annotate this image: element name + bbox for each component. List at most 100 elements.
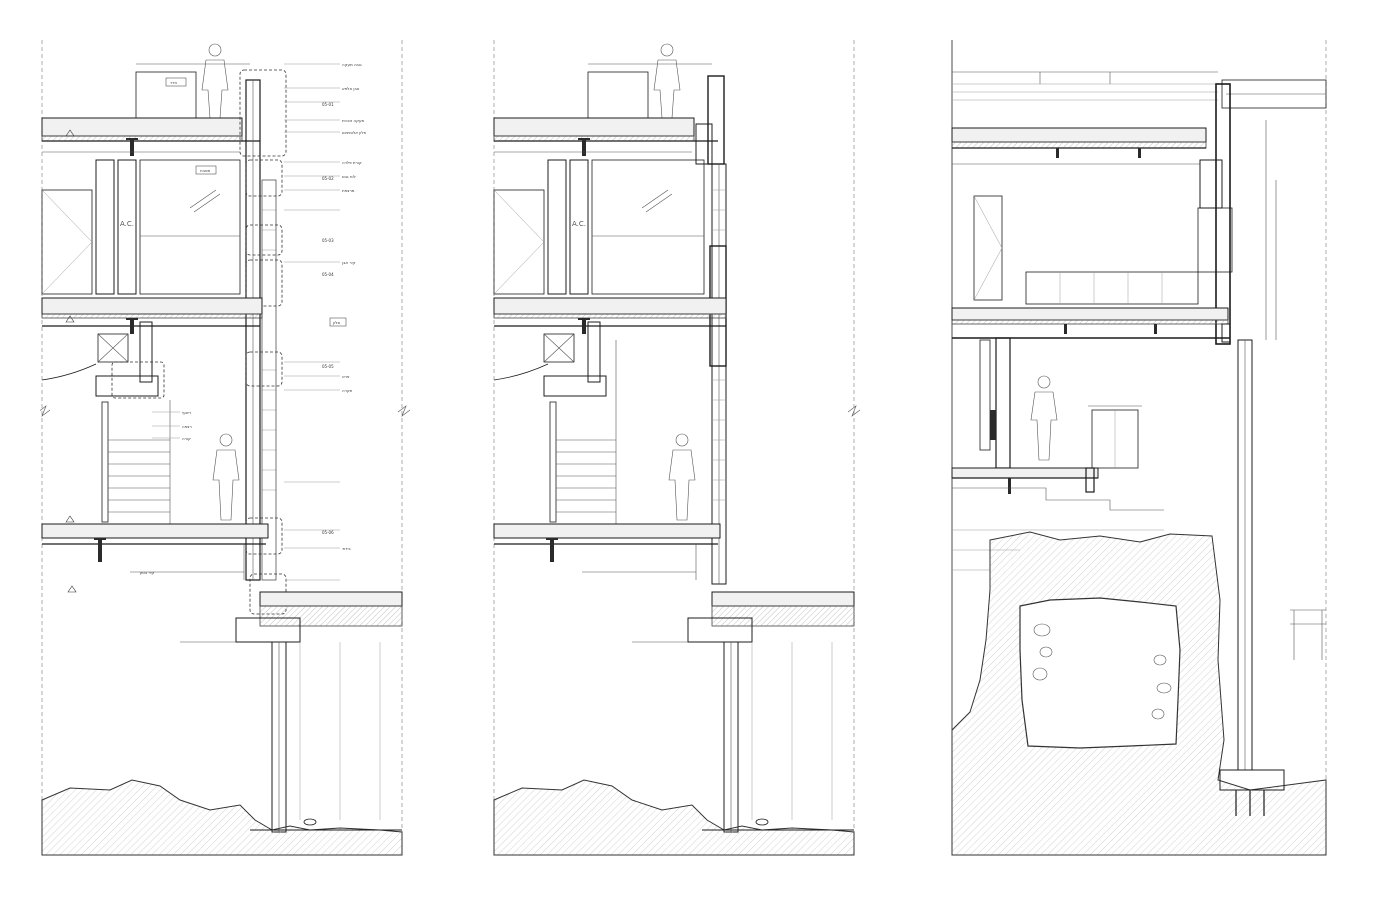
section-2-svg: A.C.: [493, 40, 861, 856]
floor-insulation-2: [951, 319, 1229, 325]
ac-unit-x: [543, 333, 575, 363]
detail-tag: 05-04: [322, 272, 334, 277]
column: [995, 337, 1011, 469]
annotation: קורה: [182, 436, 191, 441]
door-swing: [41, 189, 93, 243]
break-mark: [847, 405, 861, 417]
window-frame: [117, 159, 137, 295]
roof-insulation: [951, 141, 1207, 149]
floor-insulation-2: [493, 313, 727, 319]
steel-beam-flange: [94, 538, 106, 540]
roof-slab: [951, 127, 1207, 143]
column: [139, 321, 153, 383]
human-figure: [653, 43, 681, 119]
human-figure: [668, 433, 696, 521]
edge-beam: [1221, 323, 1231, 343]
room-tag-box: [165, 77, 187, 87]
window-box: [1197, 207, 1233, 273]
room-tag: חדר: [170, 80, 177, 85]
detail-tag: 05-03: [322, 238, 334, 243]
sofa-cushions: [1059, 272, 1163, 304]
detail-tag: 05-02: [322, 176, 334, 181]
steel-beam-flange: [578, 318, 590, 320]
floor-slab-2: [951, 307, 1229, 321]
steel-beam-flange: [578, 138, 590, 140]
room-tag: מטבח: [200, 168, 211, 173]
annotation: גובה מעקה: [342, 62, 362, 67]
foundation-beam: [687, 617, 753, 643]
lower-vertical-lines: [299, 642, 381, 820]
drain-pipe: [755, 818, 769, 826]
steel-beam: [582, 138, 586, 156]
window-frame: [95, 159, 115, 295]
floor-slab-2: [493, 297, 727, 315]
facade-wall: [1215, 83, 1231, 345]
leader-lines-left: [152, 411, 180, 439]
detail-box-05-05: [245, 351, 283, 387]
steel-beam-flange: [546, 538, 558, 540]
steel-beam: [582, 318, 586, 334]
door-swing: [973, 195, 1003, 249]
section-panel-1: A.C.: [40, 40, 410, 860]
roof-slab: [493, 117, 695, 137]
door-jamb: [979, 339, 991, 451]
terrace-fill: [711, 605, 855, 627]
stair-landing: [95, 375, 159, 397]
foundation-beam: [235, 617, 301, 643]
glass-partition: [139, 159, 241, 295]
door: [493, 189, 545, 295]
section-panel-3: [950, 40, 1330, 860]
pile-cap: [1219, 769, 1285, 791]
glass-mark: [641, 189, 669, 209]
door: [41, 189, 93, 295]
detail-box-05-04: [245, 259, 283, 307]
annotation: קיר בטון: [140, 570, 155, 575]
door: [973, 195, 1003, 301]
room-tag: סלון: [333, 320, 340, 325]
steel-beam: [130, 318, 134, 334]
steel-beam: [1056, 148, 1059, 158]
cavity-stones: [1032, 623, 1172, 720]
steel-beam: [1138, 148, 1141, 158]
floor-insulation-2: [41, 313, 263, 319]
door-swing: [493, 241, 545, 295]
glass-mark: [193, 193, 221, 213]
annotation: לוח גבס: [342, 174, 356, 179]
terrace-fill: [259, 605, 403, 627]
stair-curve: [493, 363, 549, 381]
ac-unit-x: [97, 333, 129, 363]
glass-partition: [591, 159, 705, 295]
stair-treads: [556, 439, 616, 513]
ground: [41, 779, 403, 856]
handrail-post: [101, 401, 109, 523]
room-tag-box: [329, 317, 347, 327]
annotation: תקרה: [342, 388, 353, 393]
rock-cavity: [1019, 597, 1181, 749]
leader-lines: [284, 63, 340, 581]
annotation: ריצוף: [182, 410, 191, 415]
annotation: אבן אלפא: [342, 86, 360, 91]
ac-unit-box: [543, 333, 575, 363]
steel-beam-flange: [126, 318, 138, 320]
stair-treads: [108, 439, 170, 513]
stair-landing: [543, 375, 607, 397]
door-swing: [973, 247, 1003, 301]
annotation: מעקה זכוכית: [342, 118, 364, 123]
annotation: חלון אלומיניום: [342, 130, 367, 135]
annotation: פרט: [342, 374, 350, 379]
detail-tag: 05-06: [322, 530, 334, 535]
ac-unit-box: [97, 333, 129, 363]
window-frame: [547, 159, 567, 295]
parapet-base: [695, 123, 713, 165]
sofa: [1025, 271, 1199, 305]
roof-insulation: [493, 135, 695, 142]
detail-box-stair: [111, 361, 165, 399]
ground: [493, 779, 855, 856]
break-mark: [397, 405, 410, 417]
floor-slab-2: [41, 297, 263, 315]
detail-tag: 05-01: [322, 102, 334, 107]
section-3-svg: [951, 40, 1327, 856]
floor-slab-1: [41, 523, 269, 539]
glass-mark: [645, 193, 673, 213]
annotation: מרצפת: [342, 188, 355, 193]
